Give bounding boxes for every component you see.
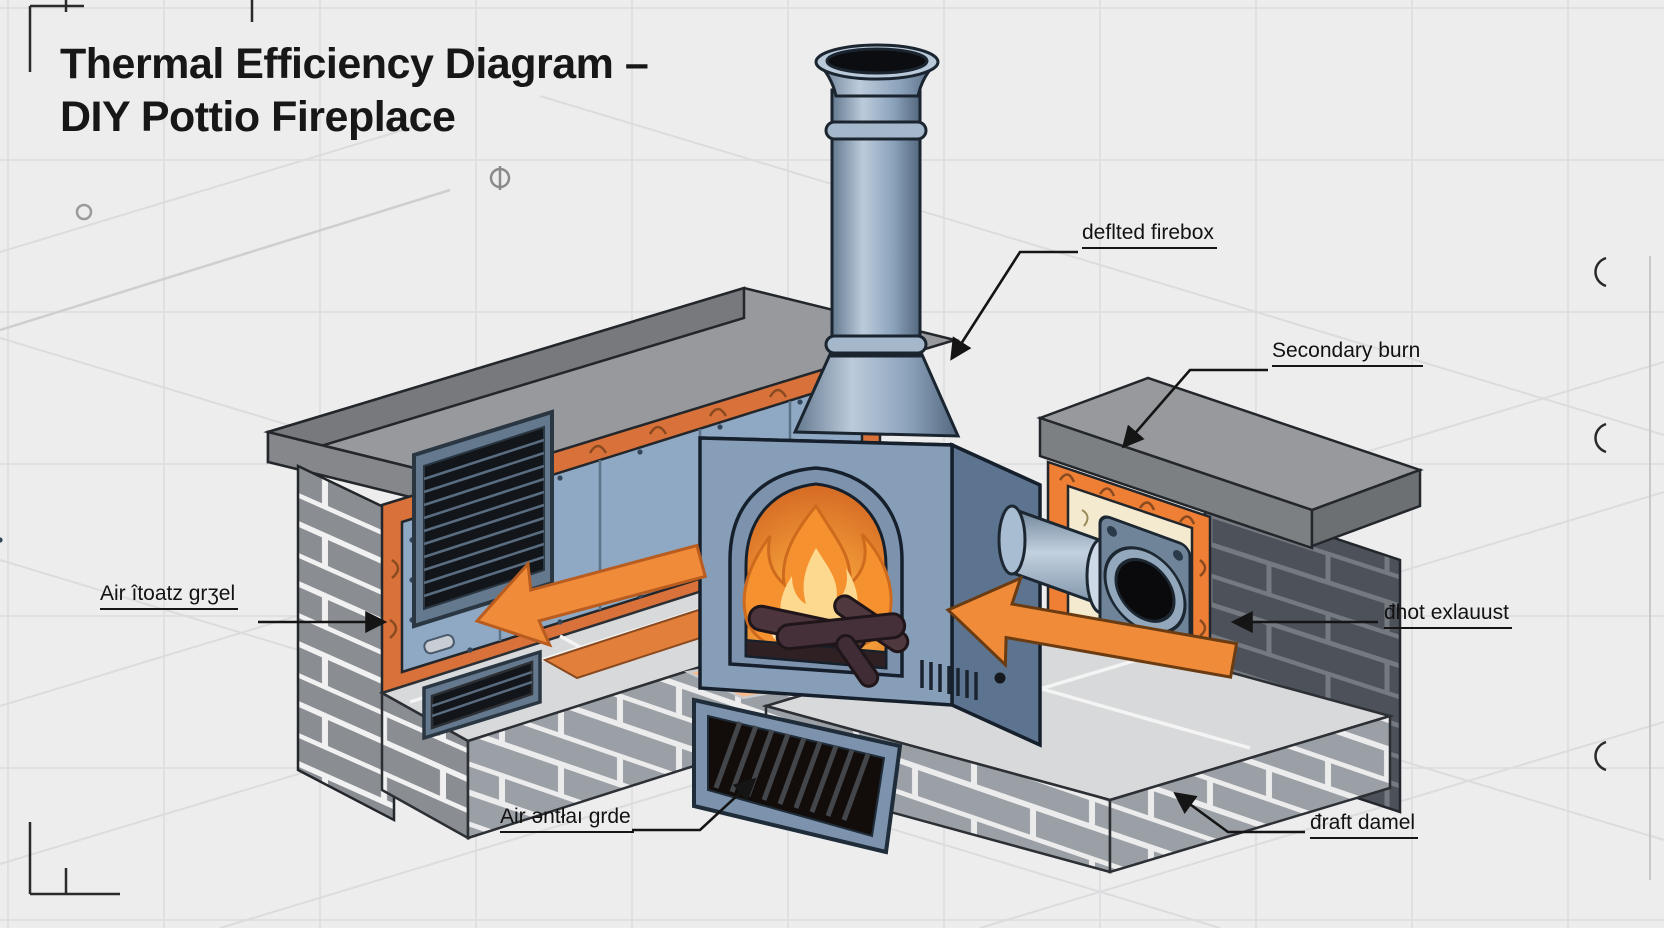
right-capstone-inner-face bbox=[1038, 416, 1314, 550]
pipe-root-rim bbox=[997, 504, 1027, 576]
firebox bbox=[698, 436, 1042, 748]
title-line-1: Thermal Efficiency Diagram – bbox=[60, 40, 649, 88]
label-deflected-firebox: deflted firebox bbox=[1082, 221, 1217, 250]
label-draft-damper: đraft damel bbox=[1310, 811, 1419, 840]
louver-vent-lower bbox=[422, 649, 542, 741]
flue-collar-lower bbox=[824, 334, 928, 355]
base-face-se bbox=[1108, 714, 1392, 874]
leader-draft-damper bbox=[1173, 792, 1305, 834]
label-air-intake-grate: Air əntłaı grde bbox=[500, 805, 634, 834]
pipe-outlet-opening bbox=[1114, 557, 1176, 623]
panel-handle bbox=[423, 634, 455, 655]
airflow-arrow-right bbox=[945, 575, 1239, 679]
louver-vent-upper bbox=[412, 409, 554, 629]
firebox-knob bbox=[994, 672, 1006, 684]
label-air-intake-left: Air îtoatz grʒel bbox=[100, 582, 239, 611]
airflow-arrows bbox=[474, 543, 1239, 679]
leader-secondary-burn bbox=[1121, 368, 1268, 449]
firebox-vent-slits bbox=[920, 660, 978, 700]
callout-leader-lines bbox=[258, 250, 1378, 834]
left-brick-end-face bbox=[296, 464, 396, 823]
registration-marks bbox=[28, 0, 1607, 896]
label-secondary-burn: Secondary burn bbox=[1272, 339, 1424, 368]
airflow-arrow-left bbox=[474, 543, 708, 648]
label-hot-exhaust: đhot exlauust bbox=[1384, 601, 1512, 630]
flue-collar-upper bbox=[824, 120, 928, 141]
right-capstone-end bbox=[1310, 468, 1422, 548]
page-title: Thermal Efficiency Diagram – DIY Pottio … bbox=[60, 38, 649, 144]
orange-squiggles-right bbox=[1058, 473, 1207, 637]
leader-firebox bbox=[950, 250, 1078, 361]
logs bbox=[747, 594, 910, 688]
chimney-flue bbox=[792, 43, 961, 438]
title-line-2: DIY Pottio Fireplace bbox=[60, 93, 456, 141]
leader-air-intake-grate bbox=[632, 777, 757, 832]
air-intake-grate bbox=[692, 697, 903, 855]
flue-opening bbox=[825, 47, 929, 75]
